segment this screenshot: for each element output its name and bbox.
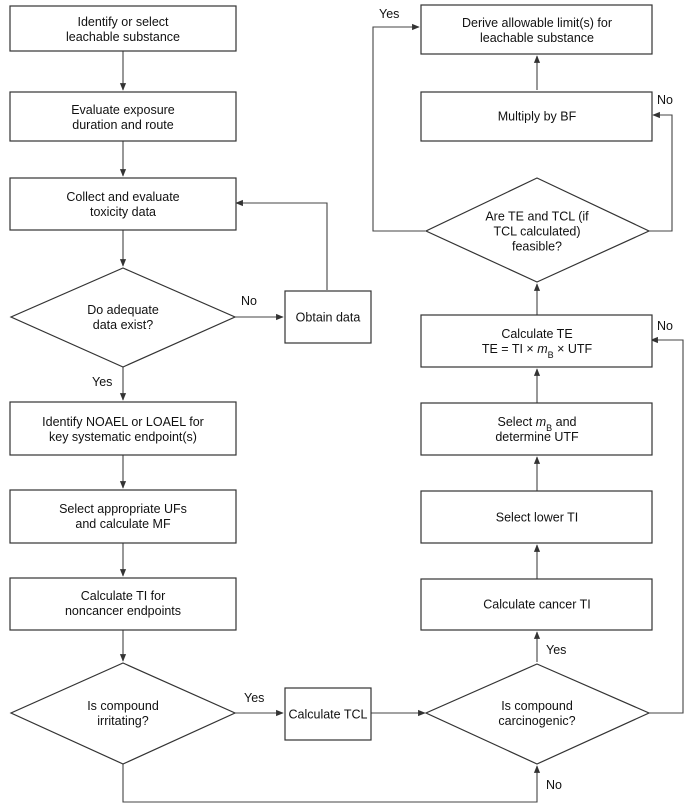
node-label-line: Obtain data — [296, 311, 361, 325]
node-label-line: data exist? — [93, 318, 154, 332]
node-label-line: duration and route — [72, 118, 174, 132]
edge-irritating-to-carcinogenic-no — [122, 764, 541, 803]
edge-label-irritating-yes: Yes — [244, 691, 264, 705]
node-label-line: Is compound — [87, 699, 159, 713]
node-label-line: Calculate cancer TI — [483, 598, 590, 612]
node-label-line: Are TE and TCL (if — [485, 210, 589, 224]
edge-carcinogenic-to-te-no — [649, 336, 684, 714]
node-label-line: and calculate MF — [75, 517, 171, 531]
node-label-line: Identify NOAEL or LOAEL for — [42, 415, 204, 429]
edge-label-feasible-no: No — [657, 93, 673, 107]
edge-label-carcinogenic-yes: Yes — [546, 643, 566, 657]
edge-label-irritating-no: No — [657, 319, 673, 333]
node-calc-cancer-ti: Calculate cancer TI — [420, 578, 653, 631]
node-obtain-data: Obtain data — [284, 290, 372, 344]
edge-feasible-to-derive-yes — [372, 23, 425, 232]
node-calc-tcl: Calculate TCL — [284, 687, 372, 741]
node-label-line: Identify or select — [77, 15, 169, 29]
node-label-line: feasible? — [512, 240, 562, 254]
node-label-line: noncancer endpoints — [65, 604, 181, 618]
edge-label-adequate-yes: Yes — [92, 375, 112, 389]
node-multiply-bf: Multiply by BF — [420, 91, 653, 142]
edge-label-feasible-yes: Yes — [379, 7, 399, 21]
node-label-line: Do adequate — [87, 303, 159, 317]
node-label-line: leachable substance — [480, 31, 594, 45]
node-label-line: Multiply by BF — [498, 110, 577, 124]
node-label-line: Select lower TI — [496, 511, 578, 525]
node-label-line: Derive allowable limit(s) for — [462, 16, 612, 30]
edge-obtain-to-collect — [235, 199, 328, 290]
edge-labels: No Yes Yes Yes No Yes No No — [92, 7, 673, 792]
edge-label-adequate-no: No — [241, 294, 257, 308]
edges — [119, 23, 684, 803]
node-label-line: key systematic endpoint(s) — [49, 430, 197, 444]
edge-label-carcinogenic-no: No — [546, 778, 562, 792]
node-label-line: Calculate TE — [501, 327, 572, 341]
node-label-line: TCL calculated) — [493, 225, 580, 239]
edge-feasible-to-multiply-no — [649, 111, 673, 232]
node-label-line: carcinogenic? — [498, 714, 575, 728]
node-label-line: toxicity data — [90, 205, 156, 219]
node-label-line: Select mB and — [498, 415, 577, 433]
node-label-line: Is compound — [501, 699, 573, 713]
node-select-lower-ti: Select lower TI — [420, 490, 653, 544]
node-label-line: TE = TI × mB × UTF — [482, 342, 593, 360]
node-label-line: determine UTF — [495, 430, 579, 444]
node-label-line: Collect and evaluate — [66, 190, 179, 204]
node-label-line: Calculate TI for — [81, 589, 166, 603]
node-label-line: Evaluate exposure — [71, 103, 175, 117]
node-label-line: leachable substance — [66, 30, 180, 44]
node-label-line: Select appropriate UFs — [59, 502, 187, 516]
node-label-line: irritating? — [97, 714, 148, 728]
node-label-line: Calculate TCL — [289, 708, 368, 722]
